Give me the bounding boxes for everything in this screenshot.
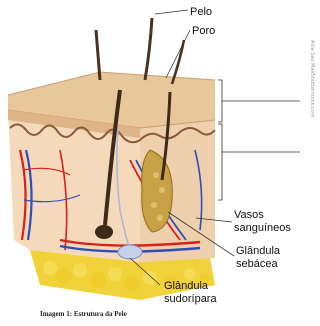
layer-brackets: [218, 80, 300, 200]
label-sebacea-1: Glândula: [236, 245, 281, 257]
label-sudoripara-2: sudorípara: [164, 293, 217, 305]
figure-caption: Imagem 1: Estrutura da Pele: [40, 310, 127, 318]
label-pelo: Pelo: [190, 6, 212, 18]
label-vasos-2: sanguíneos: [234, 222, 291, 234]
label-vasos-1: Vasos: [234, 209, 264, 221]
label-sudoripara-1: Glândula: [164, 280, 209, 292]
label-poro: Poro: [192, 25, 215, 37]
label-sebacea-2: sebácea: [236, 258, 278, 270]
image-credit: Alila Sao Mai/Shutterstock.com: [309, 40, 315, 118]
